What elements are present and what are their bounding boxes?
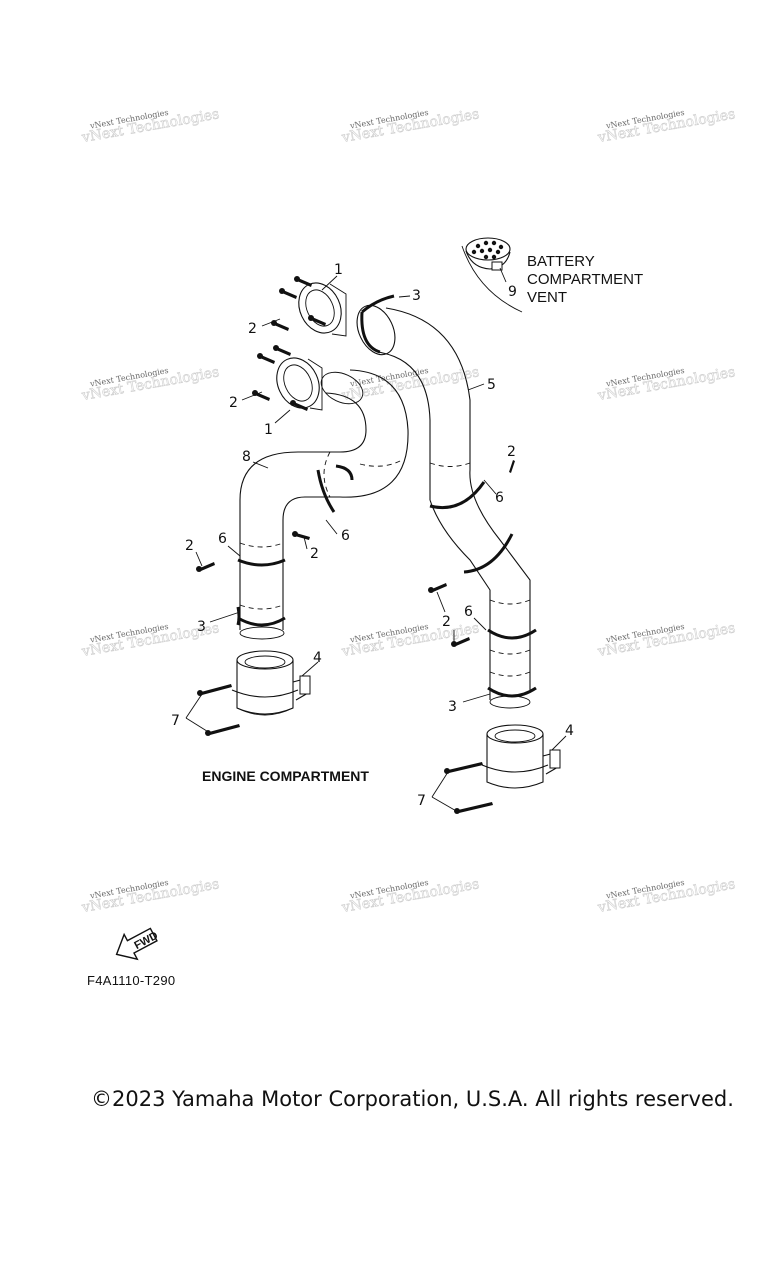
area-labels: BATTERY COMPARTMENT VENT ENGINE COMPARTM… [202,253,643,784]
watermark: vNext Technologies vNext Technologies [595,364,736,405]
copyright-notice: ©2023 Yamaha Motor Corporation, U.S.A. A… [91,1087,734,1111]
callout-4: 4 [565,723,574,739]
duct-adapter-right [481,724,561,789]
callout-6: 6 [495,490,504,506]
duct-hose-8 [236,369,409,640]
leader-lines [185,267,567,813]
screw-group [196,276,515,647]
watermark: vNext Technologies vNext Technologies [79,364,220,405]
callout-7: 7 [417,793,426,809]
callout-8: 8 [242,449,251,465]
fwd-arrow: FWD [115,927,160,961]
watermark: vNext Technologies vNext Technologies [339,620,480,661]
callout-2: 2 [185,538,194,554]
bolt-group [197,684,493,814]
watermark: vNext Technologies vNext Technologies [339,106,480,147]
battery-vent-label-line3: VENT [527,289,567,306]
callout-1: 1 [334,262,343,278]
watermark: vNext Technologies vNext Technologies [339,876,480,917]
callout-7: 7 [171,713,180,729]
callout-numbers: 1 1 2 2 2 2 2 2 3 3 3 4 4 5 6 6 6 6 7 7 … [171,262,574,809]
battery-vent-cap [461,237,523,313]
fwd-label: FWD [132,930,160,952]
engine-compartment-label: ENGINE COMPARTMENT [202,768,369,784]
callout-2: 2 [507,444,516,460]
callout-2: 2 [310,546,319,562]
callout-6: 6 [218,531,227,547]
callout-3: 3 [197,619,206,635]
callout-2: 2 [248,321,257,337]
figure-code: F4A1110-T290 [87,973,176,988]
callout-6: 6 [464,604,473,620]
battery-vent-label-line2: COMPARTMENT [527,271,643,288]
battery-vent-label-line1: BATTERY [527,253,595,270]
duct-hose-5 [356,294,537,709]
callout-4: 4 [313,650,322,666]
watermark-group: vNext Technologies vNext Technologies vN… [79,106,736,917]
watermark: vNext Technologies vNext Technologies [79,876,220,917]
watermark: vNext Technologies vNext Technologies [339,364,480,405]
callout-6: 6 [341,528,350,544]
watermark: vNext Technologies vNext Technologies [595,620,736,661]
callout-9: 9 [508,284,517,300]
callout-2: 2 [229,395,238,411]
watermark: vNext Technologies vNext Technologies [595,106,736,147]
duct-adapter-left [231,650,311,716]
watermark: vNext Technologies vNext Technologies [595,876,736,917]
duct-inlet-ring-upper [298,282,347,337]
callout-5: 5 [487,377,496,393]
callout-2: 2 [442,614,451,630]
duct-inlet-ring-lower [276,357,323,411]
callout-3: 3 [412,288,421,304]
callout-1: 1 [264,422,273,438]
callout-3: 3 [448,699,457,715]
watermark: vNext Technologies vNext Technologies [79,106,220,147]
